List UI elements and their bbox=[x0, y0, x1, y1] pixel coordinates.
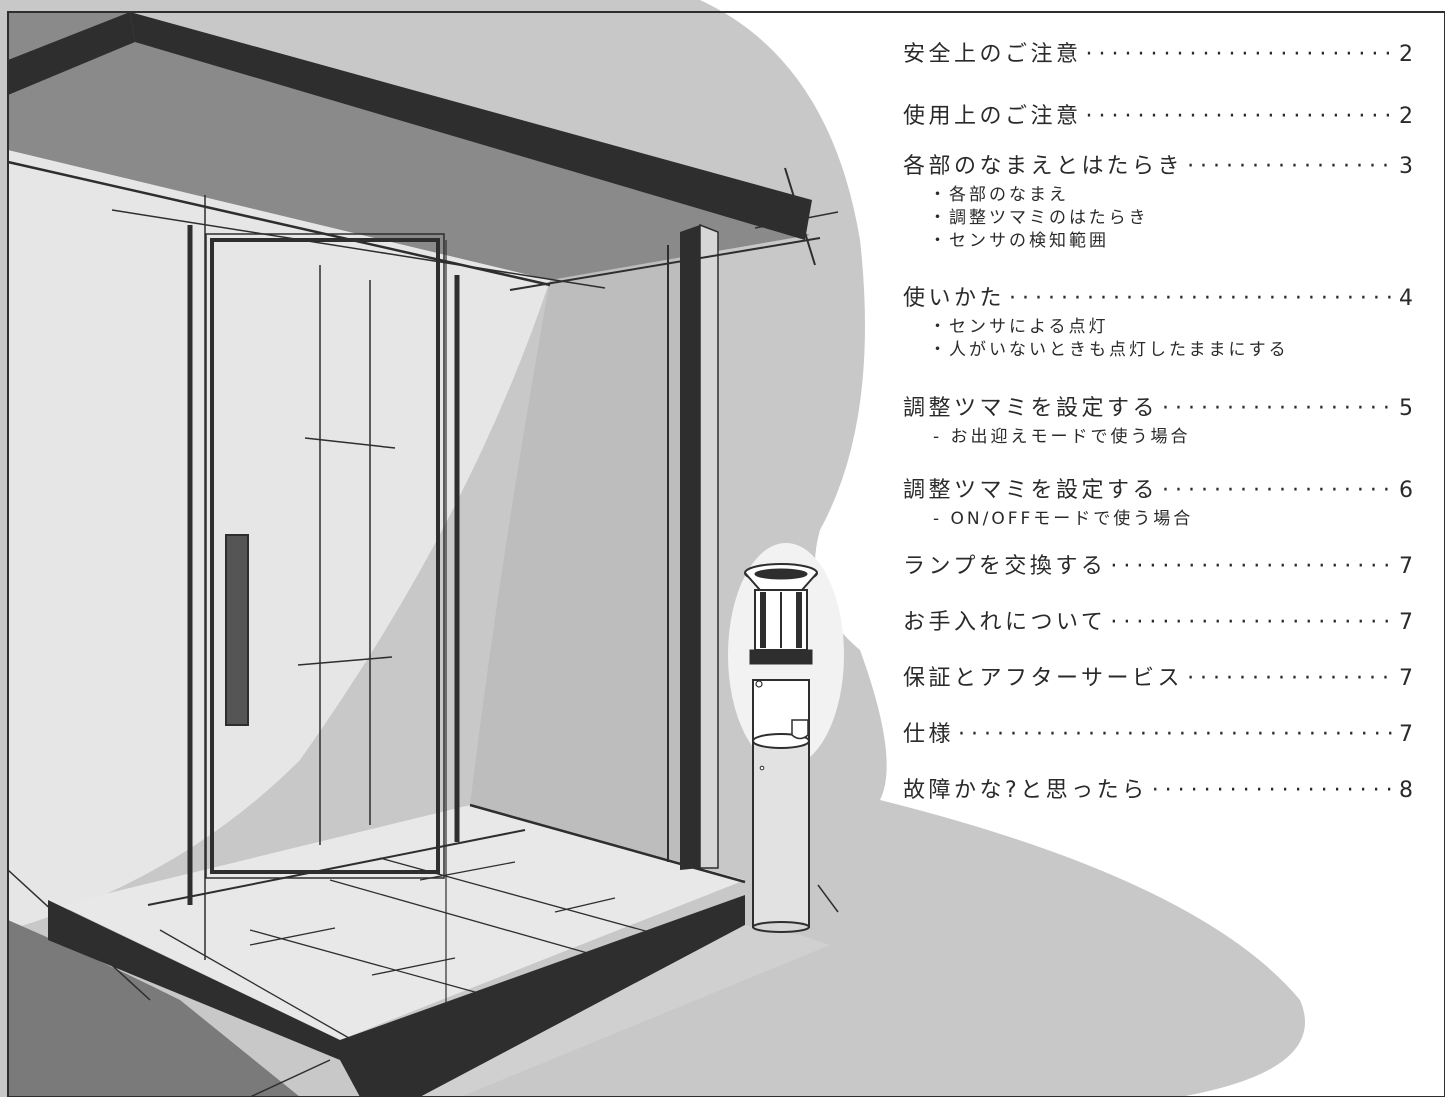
toc-leader-dots: ········································… bbox=[1110, 610, 1397, 635]
toc-entry-row: 故障かな?と思ったら ·····························… bbox=[903, 774, 1413, 808]
toc-page-number: 6 bbox=[1399, 478, 1413, 503]
toc-page-number: 5 bbox=[1399, 396, 1413, 421]
toc-leader-dots: ········································… bbox=[1187, 154, 1397, 179]
ceiling bbox=[8, 12, 810, 280]
toc-leader-dots: ········································… bbox=[1085, 104, 1397, 129]
toc-leader-dots: ········································… bbox=[1162, 478, 1397, 503]
toc-entry[interactable]: 調整ツマミを設定する ·····························… bbox=[903, 474, 1413, 531]
toc-subentry[interactable]: ・調整ツマミのはたらき bbox=[929, 208, 1149, 228]
toc-page-number: 8 bbox=[1399, 778, 1413, 803]
toc-page-number: 7 bbox=[1399, 554, 1413, 579]
toc-entry-row: 仕様 ·····································… bbox=[903, 718, 1413, 752]
toc-page-number: 7 bbox=[1399, 610, 1413, 635]
toc-subentry[interactable]: - ON/OFFモードで使う場合 bbox=[933, 509, 1194, 529]
roof-beam-left bbox=[8, 12, 135, 95]
toc-entry-row: 調整ツマミを設定する ·····························… bbox=[903, 474, 1413, 508]
toc-subentry[interactable]: ・センサによる点灯 bbox=[929, 317, 1109, 337]
toc-page-number: 2 bbox=[1399, 42, 1413, 67]
toc-leader-dots: ········································… bbox=[1009, 286, 1397, 311]
toc-subentry[interactable]: ・人がいないときも点灯したままにする bbox=[929, 340, 1289, 360]
toc-entry-row: 使いかた····································… bbox=[903, 282, 1413, 316]
toc-entry-row: 使用上のご注意 ································… bbox=[903, 100, 1413, 134]
toc-entry-title: 故障かな?と思ったら bbox=[903, 778, 1148, 803]
toc-page-number: 7 bbox=[1399, 722, 1413, 747]
toc-subentry[interactable]: - お出迎えモードで使う場合 bbox=[933, 427, 1191, 447]
toc-entry-title: 仕様 bbox=[903, 722, 955, 747]
pillar bbox=[680, 225, 700, 870]
toc-entry-row: 保証とアフターサービス ····························… bbox=[903, 662, 1413, 696]
door-handle bbox=[225, 534, 249, 726]
toc-entry-row: ランプを交換する································… bbox=[903, 550, 1413, 584]
construction-lines bbox=[7, 160, 839, 1097]
roof-beam-front bbox=[130, 12, 812, 240]
toc-leader-dots: ········································… bbox=[1187, 666, 1397, 691]
toc-page-number: 3 bbox=[1399, 154, 1413, 179]
door-frame bbox=[210, 238, 440, 874]
toc-entry[interactable]: 調整ツマミを設定する ·····························… bbox=[903, 392, 1413, 449]
toc-leader-dots: ········································… bbox=[1151, 778, 1397, 803]
toc-entry[interactable]: 安全上のご注意 ································… bbox=[903, 38, 1413, 72]
lower-floor bbox=[8, 920, 300, 1097]
toc-entry-row: 各部のなまえとはたらき ····························… bbox=[903, 150, 1413, 184]
toc-entry[interactable]: 保証とアフターサービス ····························… bbox=[903, 662, 1413, 696]
toc-entry-title: 使用上のご注意 bbox=[903, 104, 1082, 129]
toc-entry-title: 調整ツマミを設定する bbox=[903, 478, 1159, 503]
ground-strip bbox=[420, 925, 830, 1097]
right-inner-wall bbox=[470, 245, 680, 870]
toc-page-number: 4 bbox=[1399, 286, 1413, 311]
toc-entry-row: お手入れについて································… bbox=[903, 606, 1413, 640]
toc-entry-title: 安全上のご注意 bbox=[903, 42, 1082, 67]
toc-entry-title: ランプを交換する bbox=[903, 554, 1107, 579]
toc-subentry[interactable]: ・各部のなまえ bbox=[929, 185, 1069, 205]
step-edge bbox=[48, 895, 745, 1097]
toc-entry[interactable]: 使用上のご注意 ································… bbox=[903, 100, 1413, 134]
toc-entry-title: お手入れについて bbox=[903, 610, 1107, 635]
toc-entry-title: 使いかた bbox=[903, 286, 1006, 311]
toc-entry-title: 各部のなまえとはたらき bbox=[903, 154, 1184, 179]
pillar-side bbox=[699, 223, 719, 869]
floor bbox=[60, 805, 745, 1040]
toc-leader-dots: ········································… bbox=[1110, 554, 1397, 579]
bollard-light bbox=[744, 563, 818, 933]
toc-page-number: 7 bbox=[1399, 666, 1413, 691]
toc-subentry[interactable]: ・センサの検知範囲 bbox=[929, 231, 1109, 251]
page-border bbox=[7, 11, 1445, 1097]
toc-leader-dots: ········································… bbox=[958, 722, 1397, 747]
toc-entry[interactable]: 仕様 ·····································… bbox=[903, 718, 1413, 752]
left-wall bbox=[8, 150, 550, 930]
toc-entry[interactable]: 使いかた····································… bbox=[903, 282, 1413, 362]
toc-page-number: 2 bbox=[1399, 104, 1413, 129]
toc-entry[interactable]: 故障かな?と思ったら ·····························… bbox=[903, 774, 1413, 808]
toc-entry[interactable]: 各部のなまえとはたらき ····························… bbox=[903, 150, 1413, 253]
toc-entry-title: 保証とアフターサービス bbox=[903, 666, 1184, 691]
toc-entry-row: 調整ツマミを設定する ·····························… bbox=[903, 392, 1413, 426]
toc-leader-dots: ········································… bbox=[1085, 42, 1397, 67]
toc-entry-title: 調整ツマミを設定する bbox=[903, 396, 1159, 421]
toc-entry[interactable]: ランプを交換する································… bbox=[903, 550, 1413, 584]
toc-leader-dots: ········································… bbox=[1162, 396, 1397, 421]
toc-entry-row: 安全上のご注意 ································… bbox=[903, 38, 1413, 72]
toc-entry[interactable]: お手入れについて································… bbox=[903, 606, 1413, 640]
